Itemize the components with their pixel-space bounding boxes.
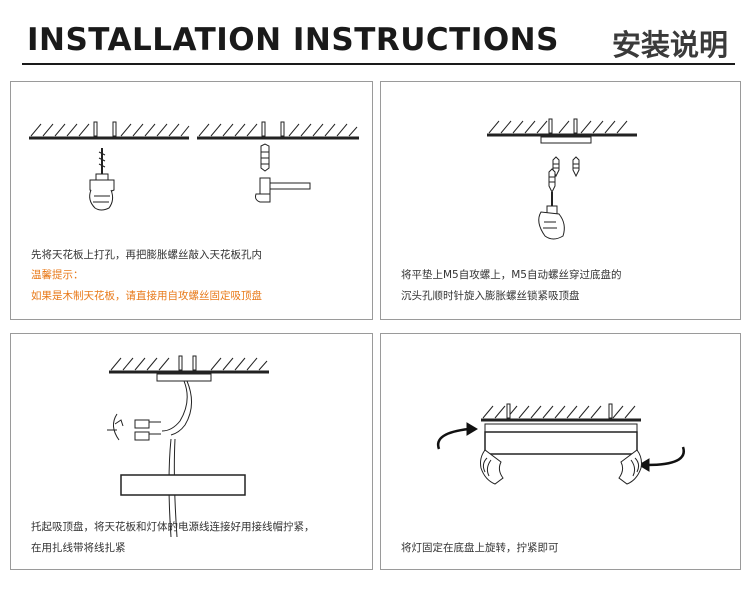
step-1-panel: 先将天花板上打孔，再把膨胀螺丝敲入天花板孔内 温馨提示： 如果是木制天花板，请直… bbox=[10, 81, 373, 320]
step-2-text-line-2: 沉头孔顺时针旋入膨胀螺丝锁紧吸顶盘 bbox=[401, 289, 580, 302]
step-4-text: 将灯固定在底盘上旋转，拧紧即可 bbox=[401, 541, 559, 554]
screw-icon bbox=[548, 156, 580, 194]
page-title: INSTALLATION INSTRUCTIONS bbox=[27, 22, 559, 58]
drill-icon bbox=[89, 148, 115, 211]
step-3-text-line-2: 在用扎线带将线扎紧 bbox=[31, 541, 126, 554]
ceiling-base-plate bbox=[484, 423, 638, 433]
step-3-panel: 托起吸顶盘，将天花板和灯体的电源线连接好用接线帽拧紧， 在用扎线带将线扎紧 bbox=[10, 333, 373, 570]
ceiling-hatch-icon bbox=[487, 118, 637, 137]
ceiling-hatch-icon bbox=[29, 121, 190, 140]
title-divider bbox=[22, 63, 735, 65]
ceiling-hatch-icon bbox=[197, 121, 359, 140]
step-2-panel: 将平垫上M5自攻螺上，M5自动螺丝穿过底盘的 沉头孔顺时针旋入膨胀螺丝锁紧吸顶盘 bbox=[380, 81, 741, 320]
hands-icon bbox=[480, 449, 642, 485]
lamp-body bbox=[120, 474, 246, 496]
page-title-cn: 安装说明 bbox=[611, 28, 728, 62]
step-3-illustration: 托起吸顶盘，将天花板和灯体的电源线连接好用接线帽拧紧， 在用扎线带将线扎紧 bbox=[31, 355, 315, 554]
rotate-arrow-icon bbox=[436, 422, 685, 472]
step-4-illustration: 将灯固定在底盘上旋转，拧紧即可 bbox=[401, 403, 685, 554]
step-1-tip-text: 如果是木制天花板，请直接用自攻螺丝固定吸顶盘 bbox=[31, 289, 262, 302]
ceiling-hatch-icon bbox=[481, 403, 641, 422]
wire-icon bbox=[161, 380, 192, 538]
step-3-text-line-1: 托起吸顶盘，将天花板和灯体的电源线连接好用接线帽拧紧， bbox=[31, 520, 315, 533]
lamp-body bbox=[484, 431, 638, 455]
hammer-icon bbox=[255, 143, 311, 203]
wire-cap-icon bbox=[107, 413, 161, 441]
screwdriver-icon bbox=[538, 192, 565, 240]
step-2-text-line-1: 将平垫上M5自攻螺上，M5自动螺丝穿过底盘的 bbox=[401, 268, 621, 281]
ceiling-base-plate bbox=[540, 136, 592, 144]
step-1-text: 先将天花板上打孔，再把膨胀螺丝敲入天花板孔内 bbox=[31, 248, 262, 261]
step-2-illustration: 将平垫上M5自攻螺上，M5自动螺丝穿过底盘的 沉头孔顺时针旋入膨胀螺丝锁紧吸顶盘 bbox=[401, 118, 637, 302]
step-1-tip-label: 温馨提示： bbox=[31, 268, 84, 281]
step-4-panel: 将灯固定在底盘上旋转，拧紧即可 bbox=[380, 333, 741, 570]
ceiling-base-plate bbox=[156, 373, 212, 382]
ceiling-hatch-icon bbox=[109, 355, 269, 374]
step-1-illustration: 先将天花板上打孔，再把膨胀螺丝敲入天花板孔内 温馨提示： 如果是木制天花板，请直… bbox=[29, 121, 359, 302]
